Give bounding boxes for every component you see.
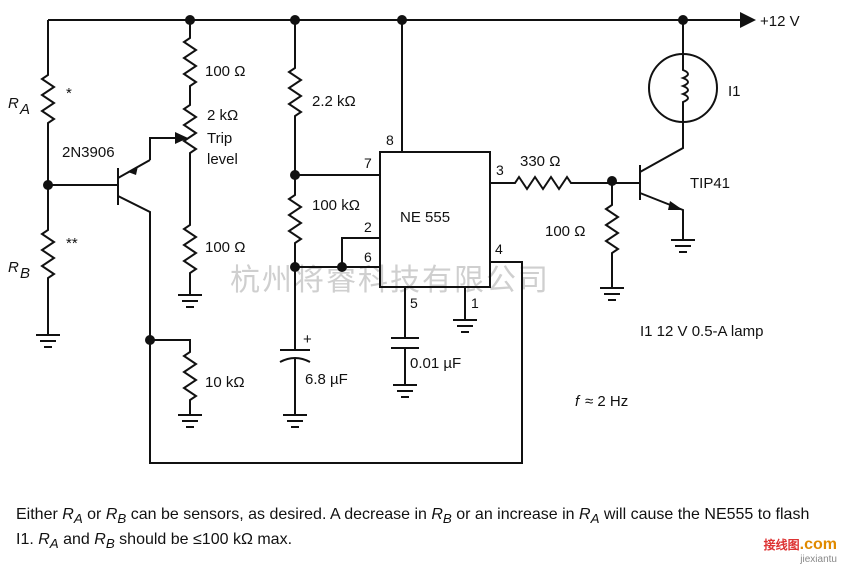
caption-text: can be sensors, as desired. A decrease i… bbox=[126, 506, 432, 523]
pin-4: 4 bbox=[495, 241, 503, 257]
feedback-loop: 10 kΩ bbox=[145, 261, 523, 464]
transistor-2n3906: 2N3906 bbox=[62, 132, 188, 340]
site-logo: 接线图.com jiexiantu bbox=[727, 536, 837, 565]
caption-text: Either bbox=[16, 506, 63, 523]
site-logo-pinyin: jiexiantu bbox=[800, 554, 837, 565]
ne555-ic: NE 555 8 7 2 6 3 4 5 1 0.01 µF bbox=[364, 20, 504, 398]
pin-5: 5 bbox=[410, 295, 418, 311]
caption-ra-sub: A bbox=[73, 511, 83, 527]
caption-rb: R bbox=[431, 506, 443, 523]
caption-text: or an increase in bbox=[451, 506, 579, 523]
trip-level-chain: 100 Ω 2 kΩ Trip level 100 Ω bbox=[178, 20, 245, 308]
pin-7: 7 bbox=[364, 155, 372, 171]
pin-6: 6 bbox=[364, 249, 372, 265]
freq-value: ≈ 2 Hz bbox=[585, 393, 628, 410]
watermark: 杭州将睿科技有限公司 bbox=[230, 263, 550, 298]
caption-rb: R bbox=[105, 506, 118, 523]
site-logo-com: .com bbox=[799, 536, 837, 553]
site-logo-cn: 接线图 bbox=[763, 538, 800, 552]
timing-network: 2.2 kΩ 100 kΩ + 6.8 µF bbox=[279, 20, 380, 428]
pot-level-label: level bbox=[207, 151, 238, 168]
c68-label: 6.8 µF bbox=[305, 371, 348, 388]
pot-label: 2 kΩ bbox=[207, 107, 238, 124]
caption-rb-sub: B bbox=[117, 511, 127, 527]
r100-top-label: 100 Ω bbox=[205, 63, 245, 80]
ra-rb-divider: R A * R B ** bbox=[8, 20, 118, 348]
r10k-label: 10 kΩ bbox=[205, 374, 245, 391]
r100-base-label: 100 Ω bbox=[545, 223, 585, 240]
caption-ra-sub: A bbox=[590, 511, 600, 527]
r100-bottom-label: 100 Ω bbox=[205, 239, 245, 256]
supply-label: +12 V bbox=[760, 13, 800, 30]
caption-rb-sub: B bbox=[105, 536, 115, 552]
pot-trip-label: Trip bbox=[207, 130, 232, 147]
q2-label: TIP41 bbox=[690, 175, 730, 192]
r100k-label: 100 kΩ bbox=[312, 197, 360, 214]
pin-2: 2 bbox=[364, 219, 372, 235]
caption-text: should be ≤100 kΩ max. bbox=[114, 531, 293, 549]
lamp-label: I1 bbox=[728, 83, 741, 100]
c001-label: 0.01 µF bbox=[410, 355, 461, 372]
pin-3: 3 bbox=[496, 162, 504, 178]
caption-ra-sub: A bbox=[49, 536, 59, 552]
c68-polarity: + bbox=[303, 331, 312, 348]
r22k-label: 2.2 kΩ bbox=[312, 93, 356, 110]
freq-symbol: f bbox=[575, 393, 581, 410]
r330-label: 330 Ω bbox=[520, 153, 560, 170]
ra-note: * bbox=[66, 85, 72, 102]
caption-text: and bbox=[58, 531, 95, 549]
pin-1: 1 bbox=[471, 295, 479, 311]
rb-subscript: B bbox=[20, 265, 30, 282]
lamp-note: I1 12 V 0.5-A lamp bbox=[640, 323, 763, 340]
rb-note: ** bbox=[66, 235, 78, 252]
caption-ra: R bbox=[38, 531, 50, 549]
caption-rb-sub: B bbox=[442, 511, 452, 527]
rb-symbol: R bbox=[8, 259, 19, 276]
ic-label: NE 555 bbox=[400, 209, 450, 226]
caption-ra: R bbox=[62, 506, 74, 523]
ra-symbol: R bbox=[8, 95, 19, 112]
caption-text: or bbox=[82, 506, 106, 523]
supply-rail: +12 V bbox=[48, 12, 800, 30]
caption-ra: R bbox=[579, 506, 591, 523]
caption-text: will cause the NE555 to flash I1. bbox=[16, 506, 810, 549]
output-stage: 330 Ω 100 Ω TIP41 I1 bbox=[490, 20, 741, 301]
q1-label: 2N3906 bbox=[62, 144, 115, 161]
caption-rb: R bbox=[94, 531, 106, 549]
caption: Either RA or RB can be sensors, as desir… bbox=[16, 504, 826, 554]
ra-subscript: A bbox=[19, 101, 30, 118]
pin-8: 8 bbox=[386, 132, 394, 148]
